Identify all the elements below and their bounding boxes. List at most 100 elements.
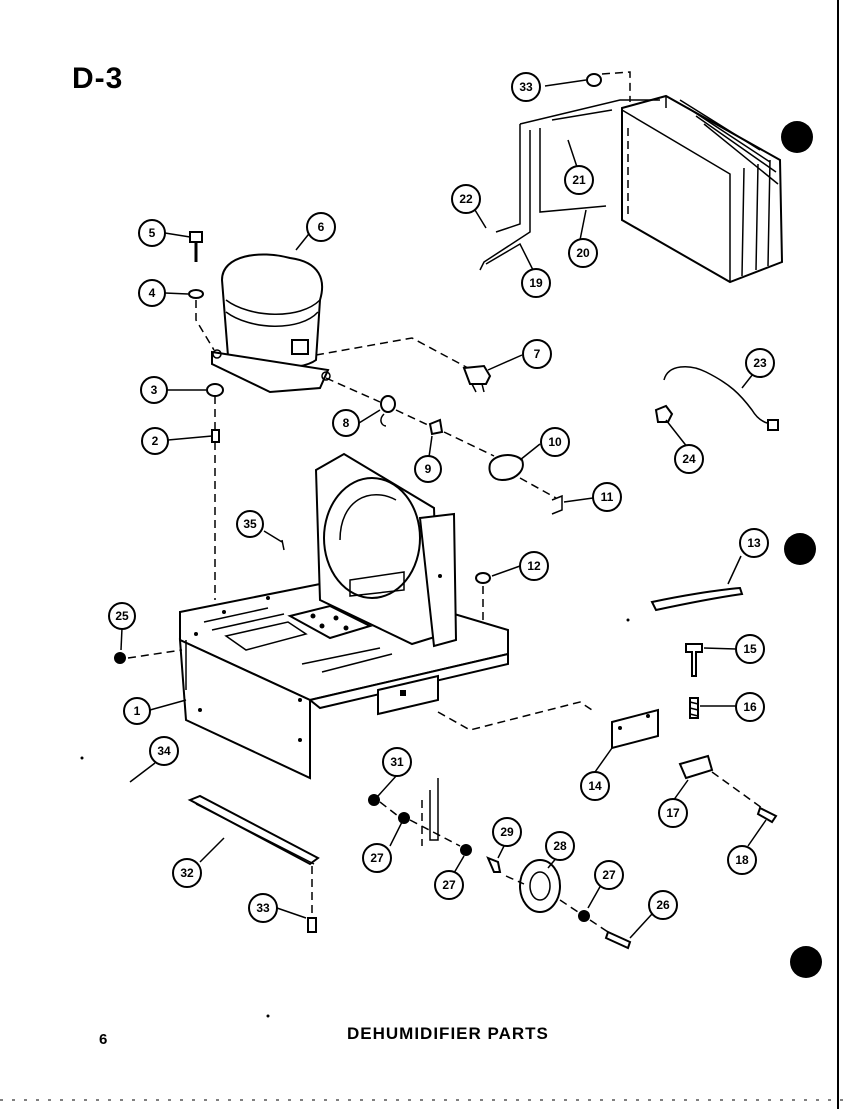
evaporator-coil [621,94,784,284]
leader-lines [120,79,767,939]
callout-label: 11 [601,490,614,504]
diagram-code: D-3 [72,62,124,95]
page-caption: DEHUMIDIFIER PARTS [347,1024,549,1043]
wheel-assembly [368,778,632,950]
callout-bubble: 22 [451,184,481,214]
callout-bubble: 7 [522,339,552,369]
compressor-mount-hardware [188,231,224,600]
callout-label: 22 [459,192,473,206]
callout-label: 9 [425,462,432,476]
callout-label: 7 [534,347,541,361]
page-number: 6 [99,1031,108,1048]
callout-bubble: 9 [414,455,442,483]
binder-hole-mark [781,121,813,153]
binder-hole-mark [790,946,822,978]
callout-bubble: 11 [592,482,622,512]
fan-shroud [314,452,458,648]
callout-bubble: 3 [140,376,168,404]
drain-rail [187,794,320,933]
compressor [211,253,331,394]
scan-speck [626,618,630,622]
callout-bubble: 27 [594,860,624,890]
callout-label: 2 [152,434,159,448]
callout-bubble: 27 [434,870,464,900]
callout-label: 20 [576,246,590,260]
callout-bubble: 27 [362,843,392,873]
callout-bubble: 17 [658,798,688,828]
callout-label: 35 [243,517,257,531]
callout-bubble: 19 [521,268,551,298]
drain-hardware [611,586,778,824]
callout-label: 4 [149,286,156,300]
callout-bubble: 33 [511,72,541,102]
callout-label: 27 [442,878,456,892]
callout-bubble: 18 [727,845,757,875]
callout-label: 28 [553,839,567,853]
nut-33 [586,71,631,102]
binder-hole-mark [784,533,816,565]
refrigerant-tubes [479,99,660,271]
callout-label: 3 [151,383,158,397]
callout-bubble: 10 [540,427,570,457]
power-cord [654,366,779,431]
callout-label: 32 [180,866,194,880]
callout-label: 29 [500,825,514,839]
callout-bubble: 8 [332,409,360,437]
callout-bubble: 24 [674,444,704,474]
callout-label: 27 [602,868,616,882]
scan-speck [266,1014,270,1018]
callout-bubble: 6 [306,212,336,242]
callout-label: 10 [548,435,562,449]
callout-label: 16 [743,700,757,714]
callout-bubble: 5 [138,219,166,247]
electrical-components [315,337,563,515]
callout-label: 18 [735,853,749,867]
callout-label: 33 [519,80,533,94]
callout-bubble: 35 [236,510,264,538]
bushing [475,572,491,620]
callout-bubble: 13 [739,528,769,558]
callout-bubble: 14 [580,771,610,801]
callout-bubble: 4 [138,279,166,307]
callout-bubble: 1 [123,697,151,725]
callout-label: 27 [370,851,384,865]
callout-bubble: 28 [545,831,575,861]
callout-bubble: 32 [172,858,202,888]
callout-label: 19 [529,276,543,290]
callout-bubble: 21 [564,165,594,195]
callout-bubble: 25 [108,602,136,630]
callout-bubble: 33 [248,893,278,923]
callout-bubble: 16 [735,692,765,722]
callout-label: 21 [572,173,586,187]
callout-label: 26 [656,898,670,912]
base-pan [178,578,593,780]
callout-bubble: 34 [149,736,179,766]
callout-label: 8 [343,416,350,430]
callout-bubble: 12 [519,551,549,581]
callout-bubble: 23 [745,348,775,378]
callout-label: 24 [682,452,696,466]
callout-bubble: 2 [141,427,169,455]
callout-label: 25 [115,609,129,623]
callout-label: 12 [527,559,541,573]
callout-label: 33 [256,901,270,915]
callout-bubble: 15 [735,634,765,664]
callout-label: 1 [134,704,141,718]
callout-bubble: 29 [492,817,522,847]
callout-label: 6 [318,220,325,234]
callout-label: 14 [588,779,602,793]
callout-label: 15 [743,642,757,656]
callout-label: 5 [149,226,156,240]
scan-speck [80,756,84,760]
callout-label: 31 [390,755,404,769]
callout-bubble: 31 [382,747,412,777]
callout-label: 23 [753,356,767,370]
callout-bubble: 26 [648,890,678,920]
callout-label: 34 [157,744,171,758]
callout-label: 13 [747,536,761,550]
nut-25 [114,649,183,664]
screw-35-shape [281,539,285,551]
